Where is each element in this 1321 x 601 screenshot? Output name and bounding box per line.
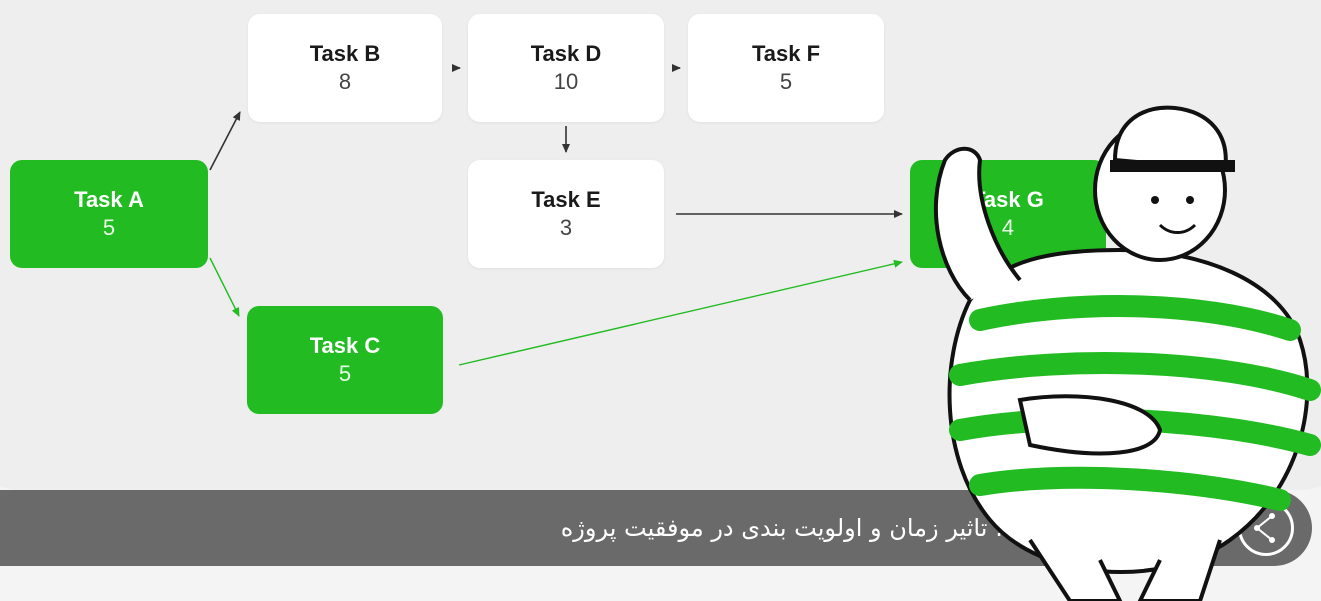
node-duration: 5 bbox=[102, 215, 116, 240]
edge-a-c bbox=[209, 257, 240, 317]
node-duration: 5 bbox=[779, 69, 793, 94]
node-task-c: Task C 5 bbox=[247, 306, 443, 414]
node-task-d: Task D 10 bbox=[468, 14, 664, 122]
node-name: Task B bbox=[309, 41, 381, 66]
node-task-b: Task B 8 bbox=[248, 14, 442, 122]
node-duration: 8 bbox=[338, 69, 352, 94]
node-duration: 4 bbox=[1001, 215, 1015, 240]
node-duration: 5 bbox=[338, 361, 352, 386]
node-name: Task C bbox=[309, 333, 381, 358]
node-task-e: Task E 3 bbox=[468, 160, 664, 268]
node-duration: 10 bbox=[553, 69, 579, 94]
edge-a-b bbox=[209, 111, 241, 171]
edge-c-g bbox=[458, 259, 903, 366]
node-task-a: Task A 5 bbox=[10, 160, 208, 268]
node-task-f: Task F 5 bbox=[688, 14, 884, 122]
node-name: Task D bbox=[530, 41, 602, 66]
node-name: Task F bbox=[751, 41, 821, 66]
share-icon bbox=[1254, 513, 1275, 543]
node-name: Task E bbox=[531, 187, 601, 212]
node-duration: 3 bbox=[559, 215, 573, 240]
node-name: Task A bbox=[74, 187, 144, 212]
mascot-character-illustration bbox=[933, 105, 1321, 601]
